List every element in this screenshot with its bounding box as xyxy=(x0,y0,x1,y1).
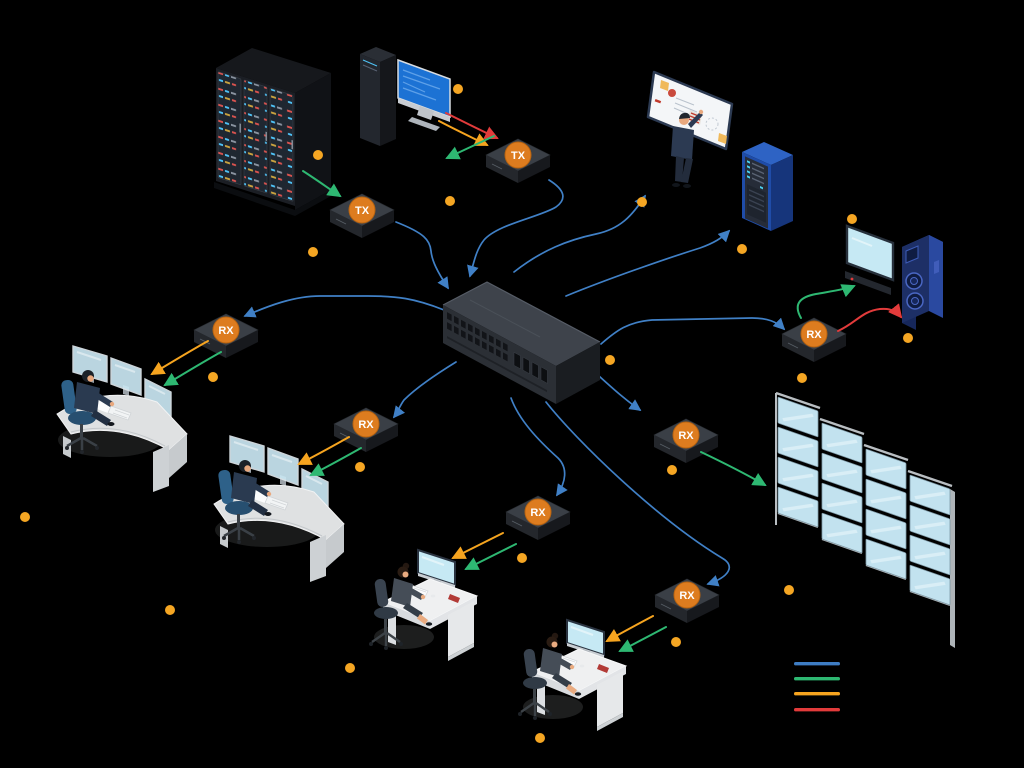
operator-desk-2 xyxy=(516,618,628,733)
link-rx1-to-console1-orange xyxy=(150,340,209,376)
network-links xyxy=(243,179,786,587)
label-dot xyxy=(453,84,463,94)
rx-label: RX xyxy=(358,419,374,431)
link-switch-to-rx-console1 xyxy=(243,295,445,318)
link-switch-to-rx-desk2 xyxy=(545,401,731,587)
rx-label: RX xyxy=(218,325,234,337)
pc-tower-icon xyxy=(360,47,396,146)
rx-extender-console1: RX xyxy=(193,313,259,359)
tx-extender-2: TX xyxy=(485,138,551,184)
link-tx2-to-switch xyxy=(467,179,564,278)
link-rxd1-to-desk1-orange xyxy=(451,532,504,559)
label-dot xyxy=(355,462,365,472)
operator-console-2 xyxy=(212,434,346,584)
peripheral-links xyxy=(150,112,903,652)
label-dot xyxy=(517,553,527,563)
rx-badge-icon xyxy=(673,581,701,609)
rx-label: RX xyxy=(806,329,822,341)
legend xyxy=(794,662,840,712)
rx-badge-icon xyxy=(672,421,700,449)
label-dot xyxy=(165,605,175,615)
link-rx-to-speaker-red xyxy=(837,303,903,332)
legend-line-red xyxy=(794,708,840,712)
link-switch-to-rx-display xyxy=(600,317,786,345)
label-dot xyxy=(308,247,318,257)
label-dot xyxy=(797,373,807,383)
label-dot xyxy=(737,244,747,254)
server-tower xyxy=(742,142,793,231)
legend-line-green xyxy=(794,677,840,681)
rx-label: RX xyxy=(679,590,695,602)
label-dot xyxy=(637,197,647,207)
rx-badge-icon xyxy=(212,316,240,344)
display-speaker-set xyxy=(845,224,943,330)
link-switch-to-rx-console2 xyxy=(392,361,457,419)
whiteboard-station xyxy=(646,70,734,188)
label-dot xyxy=(671,637,681,647)
link-rack-to-tx1 xyxy=(302,170,342,198)
video-wall xyxy=(775,391,955,648)
rx-badge-icon xyxy=(524,498,552,526)
link-rx-to-tv-green xyxy=(796,284,856,319)
label-dot xyxy=(345,663,355,673)
rx-badge-icon xyxy=(800,320,828,348)
legend-line-blue xyxy=(794,662,840,666)
link-switch-to-rx-desk1 xyxy=(510,397,568,497)
rx-badge-icon xyxy=(352,410,380,438)
source-pc-workstation xyxy=(360,47,451,146)
tv-monitor-icon xyxy=(845,224,895,295)
rx-extender-console2: RX xyxy=(333,407,399,453)
operator-desk-1 xyxy=(367,548,479,663)
label-dot xyxy=(847,214,857,224)
source-monitor-icon xyxy=(397,58,451,131)
label-dot xyxy=(313,150,323,160)
link-rx2-to-console2-green xyxy=(309,447,362,476)
legend-line-orange xyxy=(794,692,840,696)
link-switch-to-server xyxy=(565,229,731,297)
link-monitor-to-tx2-orange xyxy=(438,120,489,146)
speaker-icon xyxy=(902,235,943,330)
rx-label: RX xyxy=(530,507,546,519)
label-dot xyxy=(208,372,218,382)
media-player-icon xyxy=(845,271,891,295)
rx-extender-display: RX xyxy=(781,317,847,363)
presenter-person xyxy=(671,109,704,188)
tx-extender-1: TX xyxy=(329,193,395,239)
tx-badge-icon xyxy=(348,196,376,224)
rx-label: RX xyxy=(678,430,694,442)
label-dot xyxy=(535,733,545,743)
operator-console-1 xyxy=(55,344,189,494)
link-rxd2-to-desk2-green xyxy=(618,626,667,652)
link-switch-to-whiteboard xyxy=(513,194,646,273)
tx-badge-icon xyxy=(504,141,532,169)
rx-extender-desk2: RX xyxy=(654,578,720,624)
rx-extender-videowall: RX xyxy=(653,418,719,464)
label-dot xyxy=(903,333,913,343)
server-rack xyxy=(214,48,331,216)
label-dot xyxy=(605,355,615,365)
label-dot xyxy=(20,512,30,522)
label-dots xyxy=(20,84,913,743)
tx-label: TX xyxy=(511,150,526,162)
link-monitor-to-tx2-red xyxy=(445,112,499,140)
link-rx1-to-console1-green xyxy=(163,351,222,387)
link-rxd2-to-desk2-orange xyxy=(605,615,654,642)
link-tx1-to-switch xyxy=(395,221,449,290)
network-switch xyxy=(442,281,601,404)
link-tx2-to-monitor-green xyxy=(445,135,495,160)
rx-extender-desk1: RX xyxy=(505,495,571,541)
label-dot xyxy=(667,465,677,475)
label-dot xyxy=(445,196,455,206)
label-dot xyxy=(784,585,794,595)
tx-label: TX xyxy=(355,205,370,217)
link-rxvw-to-videowall-green xyxy=(700,451,767,486)
link-rx2-to-console2-orange xyxy=(297,436,350,465)
link-rxd1-to-desk1-green xyxy=(464,543,517,570)
